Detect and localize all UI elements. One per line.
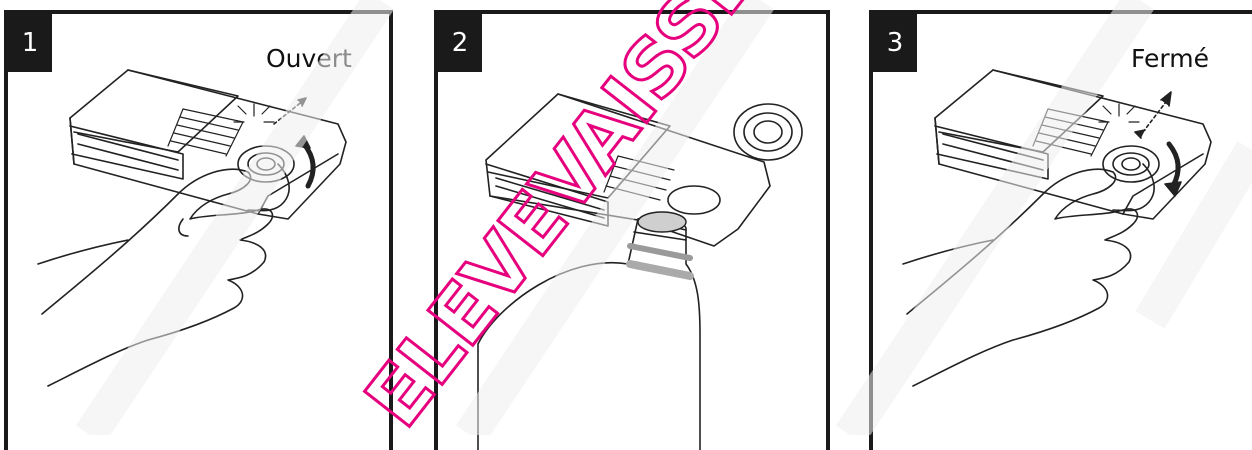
step-caption: Fermé — [1131, 44, 1209, 73]
step-3-panel: 3 Fermé — [869, 10, 1252, 450]
hand — [42, 169, 273, 386]
step-number: 3 — [873, 14, 917, 72]
rotate-arrow — [304, 144, 313, 186]
step-1-panel: 1 Ouvert — [4, 10, 393, 450]
step-caption: Ouvert — [266, 44, 352, 73]
dispenser-closed-illustration — [873, 14, 1252, 450]
dial-knob — [1103, 146, 1159, 182]
step-number: 2 — [438, 14, 482, 72]
dispenser-open-illustration — [8, 14, 393, 450]
hand — [907, 169, 1138, 386]
open-arrow — [274, 100, 304, 124]
dial-knob — [238, 146, 294, 182]
rotate-arrow — [1169, 144, 1178, 186]
step-2-panel: 2 — [434, 10, 830, 450]
dispenser-fill-illustration — [438, 14, 830, 450]
step-number: 1 — [8, 14, 52, 72]
